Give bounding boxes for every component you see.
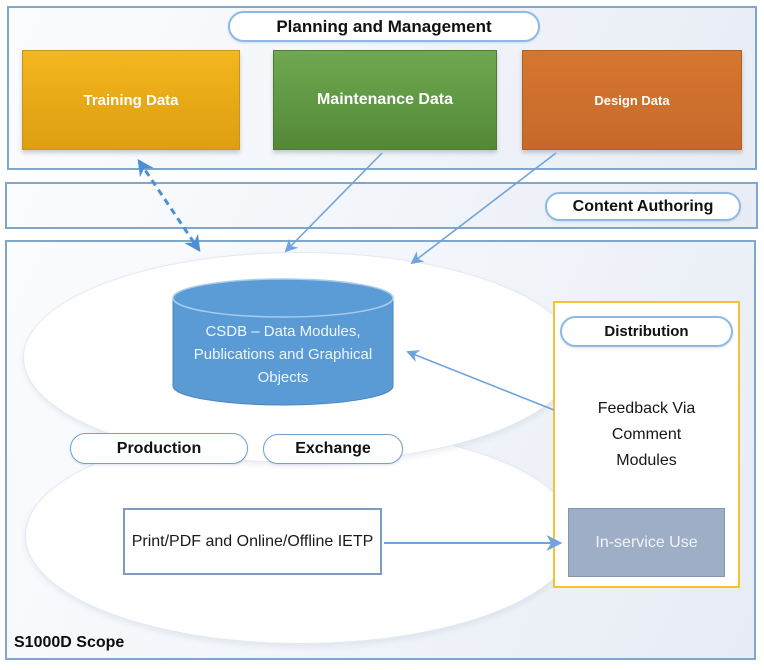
design-data-box: Design Data: [522, 50, 742, 150]
feedback-line-2: Comment: [611, 426, 682, 443]
csdb-line-2: Publications and Graphical: [193, 346, 373, 363]
csdb-line-3: Objects: [257, 369, 309, 386]
planning-management-band: Planning and Management Training Data Ma…: [7, 6, 757, 170]
maintenance-data-box: Maintenance Data: [273, 50, 497, 150]
planning-management-label: Planning and Management: [228, 11, 540, 42]
distribution-label: Distribution: [560, 316, 733, 347]
production-text: Production: [116, 439, 202, 457]
content-authoring-label: Content Authoring: [545, 192, 741, 221]
exchange-text: Exchange: [295, 440, 371, 457]
distribution-text: Distribution: [604, 323, 689, 340]
feedback-line-3: Modules: [616, 452, 677, 469]
print-pdf-ietp-box: Print/PDF and Online/Offline IETP: [123, 508, 382, 575]
training-data-box: Training Data: [22, 50, 240, 150]
planning-management-text: Planning and Management: [276, 16, 492, 36]
content-authoring-band: Content Authoring: [5, 182, 758, 229]
content-authoring-text: Content Authoring: [572, 197, 714, 215]
feedback-comment-label: Feedback Via Comment Modules: [555, 396, 738, 474]
training-data-label: Training Data: [83, 91, 179, 109]
csdb-line-1: CSDB – Data Modules,: [205, 323, 361, 340]
design-data-label: Design Data: [594, 92, 670, 108]
s1000d-scope-label: S1000D Scope: [14, 634, 125, 651]
print-pdf-ietp-label: Print/PDF and Online/Offline IETP: [131, 532, 374, 550]
in-service-use-box: In-service Use: [568, 508, 725, 577]
csdb-label: CSDB – Data Modules, Publications and Gr…: [173, 320, 393, 389]
csdb-cylinder: [172, 278, 394, 406]
production-label: Production: [70, 433, 248, 464]
in-service-use-label: In-service Use: [595, 533, 698, 551]
maintenance-data-label: Maintenance Data: [316, 91, 454, 108]
exchange-label: Exchange: [263, 434, 403, 464]
s1000d-scope-band: CSDB – Data Modules, Publications and Gr…: [5, 240, 756, 660]
feedback-line-1: Feedback Via: [597, 400, 696, 417]
distribution-panel: Distribution Feedback Via Comment Module…: [553, 301, 740, 588]
